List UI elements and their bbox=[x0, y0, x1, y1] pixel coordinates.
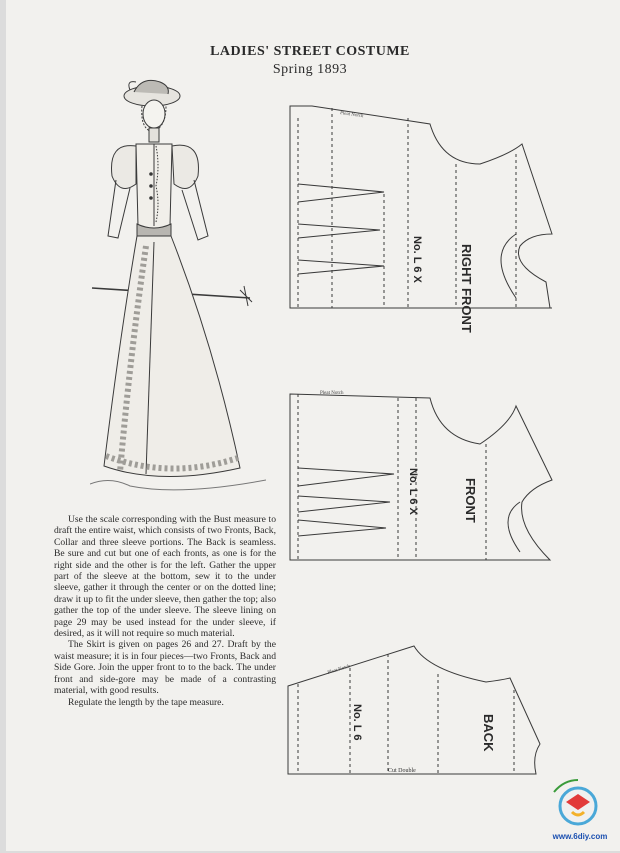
right-front-label: RIGHT FRONT bbox=[459, 244, 474, 333]
seam-note: Pleat Notch bbox=[340, 111, 364, 119]
front-pattern: FRONT No. L 6 X Pleat Notch bbox=[280, 368, 570, 582]
page-subtitle: Spring 1893 bbox=[272, 62, 348, 77]
pattern-number: No. L 6 bbox=[351, 704, 363, 740]
instructions-paragraph: Regulate the length by the tape measure. bbox=[68, 696, 224, 708]
page-title: LADIES' STREET COSTUME bbox=[210, 44, 410, 59]
pattern-number: No. L 6 X bbox=[411, 236, 423, 284]
right-front-pattern: RIGHT FRONT No. L 6 X Pleat Notch bbox=[280, 84, 570, 333]
instructions-paragraph: The Skirt is given on pages 26 and 27. D… bbox=[54, 639, 276, 697]
fold-note: Cut Double bbox=[388, 768, 416, 774]
costume-illustration bbox=[89, 76, 267, 496]
front-label: FRONT bbox=[463, 478, 478, 523]
back-label: BACK bbox=[481, 714, 496, 752]
seam-note: Pleat Notch bbox=[320, 391, 344, 396]
watermark-logo bbox=[542, 778, 614, 848]
catalog-page bbox=[6, 0, 620, 851]
instructions-text: Use the scale corresponding with the Bus… bbox=[54, 514, 276, 708]
watermark-url: www.6diy.com bbox=[552, 832, 608, 841]
back-pattern: BACK No. L 6 Pleat Notch Cut Double bbox=[278, 634, 578, 784]
pattern-number: No. L 6 X bbox=[407, 468, 419, 516]
seam-note: Pleat Notch bbox=[327, 664, 351, 676]
instructions-paragraph: Use the scale corresponding with the Bus… bbox=[54, 514, 276, 640]
